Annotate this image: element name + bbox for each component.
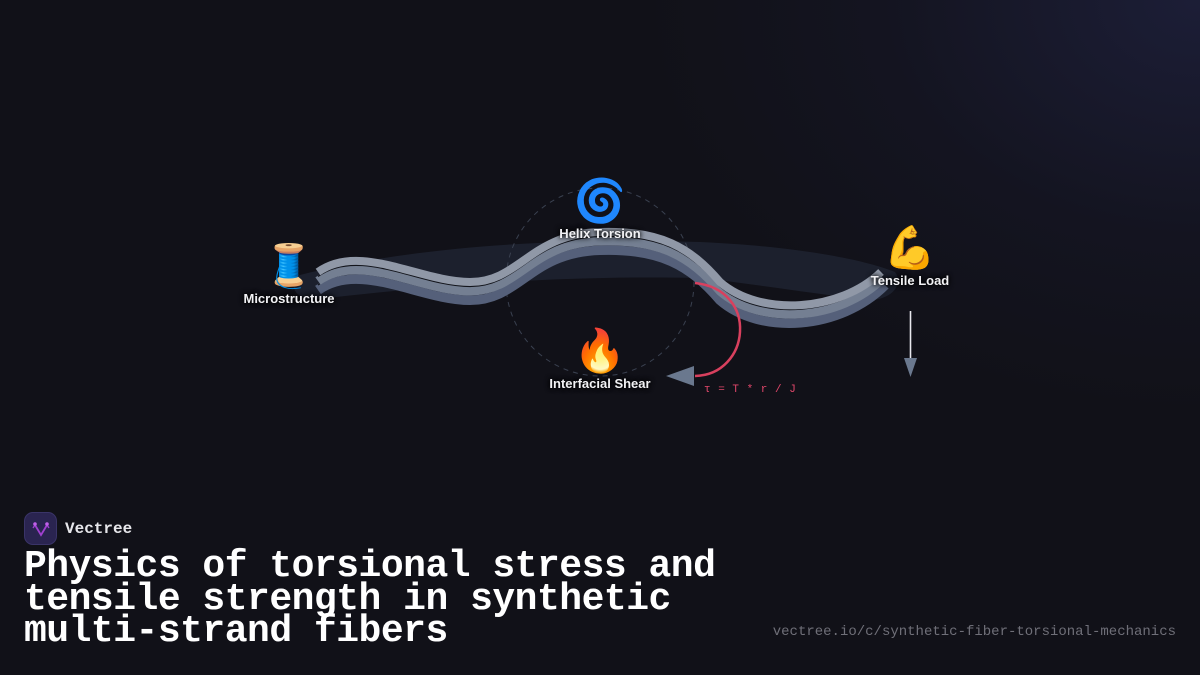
cyclone-icon: 🌀: [573, 177, 627, 224]
vectree-logo-icon: [24, 512, 57, 545]
fire-icon: 🔥: [573, 327, 627, 374]
brand: Vectree: [24, 512, 132, 545]
node-microstructure: 🧵 Microstructure: [243, 242, 334, 306]
tensile-arrowhead: [904, 358, 917, 377]
torque-arrow: [694, 281, 742, 378]
page-title: Physics of torsional stress and tensile …: [24, 545, 716, 653]
source-url: vectree.io/c/synthetic-fiber-torsional-m…: [772, 624, 1176, 640]
strand-light: [315, 227, 884, 310]
node-label: Interfacial Shear: [549, 376, 651, 391]
strand-dark: [315, 244, 889, 328]
flexed-biceps-icon: 💪: [883, 224, 937, 271]
spool-of-thread-icon: 🧵: [262, 242, 316, 289]
shear-formula: τ = T * r / J: [704, 384, 797, 396]
node-interfacial-shear: 🔥 Interfacial Shear: [549, 327, 650, 391]
node-helix-torsion: 🌀 Helix Torsion: [559, 177, 640, 241]
node-tensile-load: 💪 Tensile Load: [871, 224, 950, 288]
node-label: Microstructure: [243, 291, 335, 306]
strand-mid: [315, 236, 887, 319]
node-label: Helix Torsion: [559, 226, 641, 241]
node-label: Tensile Load: [870, 273, 950, 288]
torque-arrowhead: [666, 366, 694, 386]
brand-name: Vectree: [65, 519, 133, 538]
